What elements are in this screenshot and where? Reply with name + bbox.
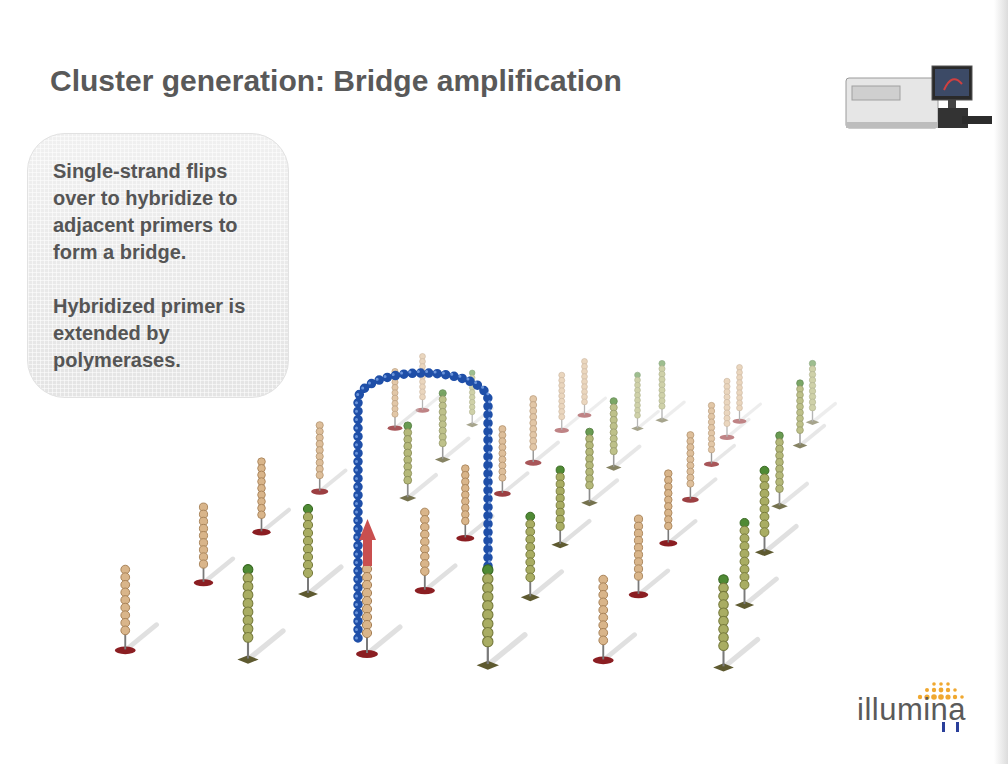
text-panel: Single-strand flips over to hybridize to… — [27, 133, 289, 398]
primer — [477, 565, 525, 670]
edge-bar — [994, 0, 1008, 764]
sequencer-icon — [846, 66, 992, 128]
primer — [252, 458, 289, 536]
primer-back-row — [416, 353, 836, 440]
primer — [578, 358, 606, 417]
primer — [494, 426, 527, 497]
primer — [356, 564, 400, 658]
primer — [793, 380, 825, 449]
primer — [521, 512, 562, 601]
primer — [115, 565, 157, 654]
primer — [720, 378, 749, 440]
primer-row-3 — [252, 458, 796, 556]
primer — [399, 422, 436, 502]
primer — [629, 515, 668, 598]
primer-front-row — [115, 564, 758, 671]
bridge-strand — [357, 372, 490, 639]
primer — [713, 575, 757, 672]
primer — [735, 518, 777, 608]
primer — [659, 470, 695, 547]
primer — [655, 360, 684, 422]
primer — [194, 503, 233, 586]
primer — [298, 504, 341, 598]
primer — [593, 575, 635, 664]
primer — [631, 372, 658, 431]
slide-title: Cluster generation: Bridge amplification — [50, 64, 622, 98]
primer — [806, 360, 836, 425]
primer — [704, 402, 734, 467]
primer-row-5 — [388, 368, 825, 470]
primer — [771, 432, 807, 510]
extension-arrow — [359, 519, 376, 566]
primer — [733, 364, 761, 423]
primer — [311, 422, 345, 495]
primer — [525, 396, 558, 466]
primer — [581, 428, 617, 506]
primer — [415, 508, 455, 594]
primer — [755, 466, 796, 556]
primer — [682, 432, 715, 503]
primer — [237, 565, 283, 664]
panel-text: Hybridized primer is extended by polymer… — [53, 293, 268, 374]
primer — [551, 466, 589, 548]
panel-text: Single-strand flips over to hybridize to… — [53, 158, 268, 266]
primer — [606, 398, 640, 471]
primer — [555, 372, 584, 433]
brand-logo: illumina — [857, 692, 966, 728]
primer — [435, 390, 469, 463]
